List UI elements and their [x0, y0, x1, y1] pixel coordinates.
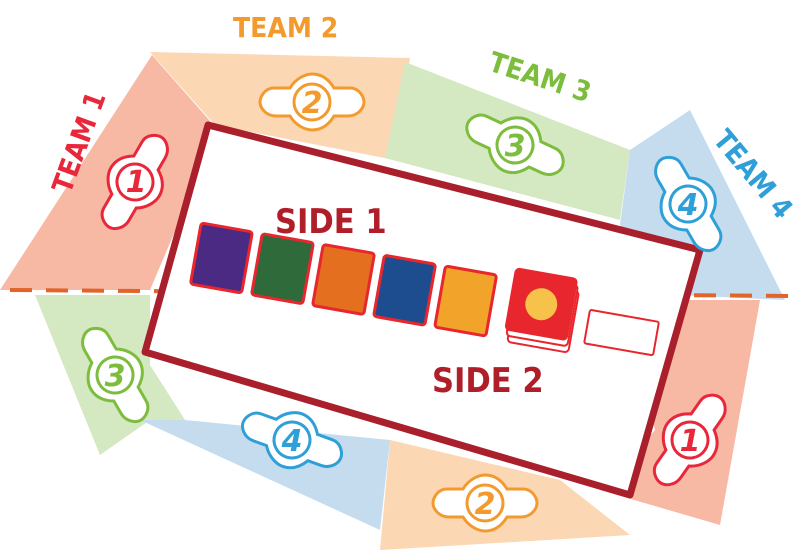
card-purple: [190, 223, 252, 293]
team2-label: TEAM 2: [233, 11, 338, 44]
seat-team1-side1-number: 1: [126, 165, 147, 200]
card-yellow: [435, 266, 497, 336]
team3-label: TEAM 3: [485, 45, 595, 109]
card-orange: [313, 244, 375, 314]
seat-team3-side1-number: 3: [505, 129, 526, 164]
seat-team1-side2-number: 1: [680, 424, 701, 459]
card-blue: [374, 255, 436, 325]
side2-label: SIDE 2: [432, 361, 544, 401]
seat-team2-side2-number: 2: [475, 487, 496, 522]
seat-team4-side2-number: 4: [281, 424, 303, 459]
card-deck: [503, 268, 581, 352]
seat-team4-side1-number: 4: [677, 188, 699, 223]
seat-team2-side1-number: 2: [302, 86, 323, 121]
side1-label: SIDE 1: [275, 202, 387, 242]
seat-team3-side2-number: 3: [105, 359, 126, 394]
card-green: [251, 234, 313, 304]
